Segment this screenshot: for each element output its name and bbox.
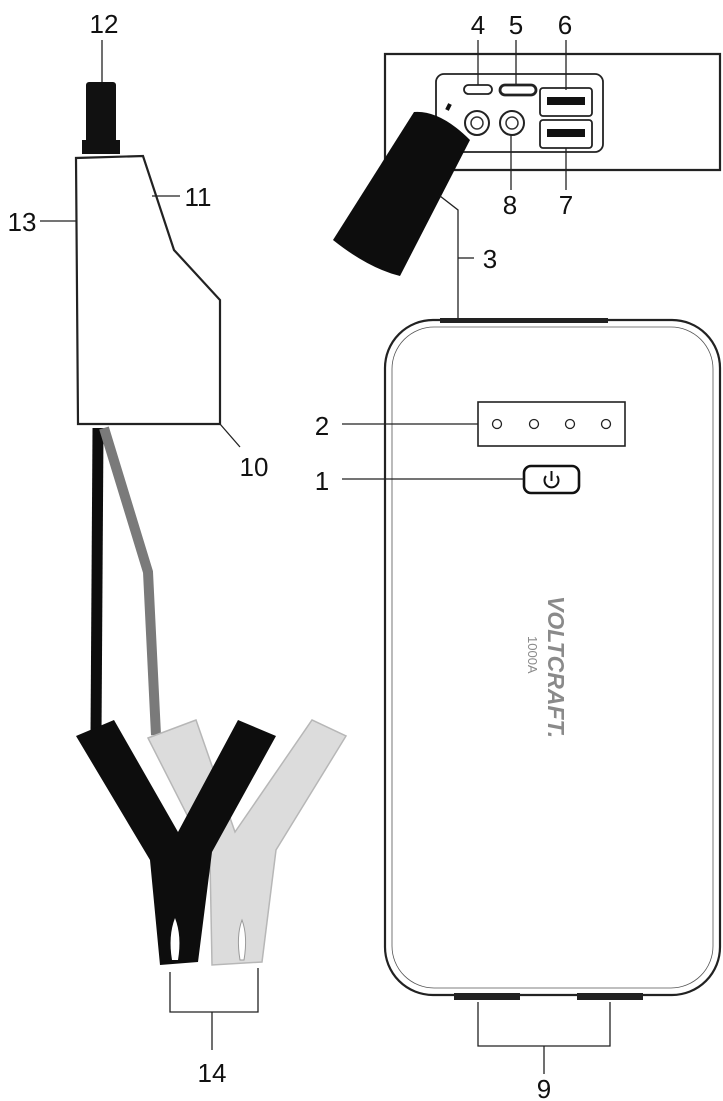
battery-led-4 (600, 418, 612, 430)
callout-14-bracket (169, 968, 259, 1013)
callout-13: 13 (8, 207, 37, 237)
port-rubber-cover[interactable] (333, 111, 470, 276)
callout-12: 12 (90, 9, 119, 39)
model-label-group: 1000A (525, 636, 540, 674)
battery-led-panel (477, 401, 626, 447)
callout-1: 1 (315, 466, 329, 496)
brand-logo: VOLTCRAFT. (543, 596, 569, 738)
red-clamp-jaw-gap (237, 918, 247, 961)
bottom-foot-right (577, 993, 643, 1000)
power-button[interactable] (522, 464, 581, 495)
callout-2: 2 (315, 411, 329, 441)
clamp-socket-right-core (505, 116, 519, 130)
leader-lines (40, 40, 567, 480)
callout-5: 5 (509, 10, 523, 40)
callout-6: 6 (558, 10, 572, 40)
callout-4: 4 (471, 10, 485, 40)
brand-name: VOLTCRAFT. (543, 596, 569, 738)
red-cable (99, 426, 161, 736)
model-label: 1000A (525, 636, 540, 674)
black-clamp (76, 720, 276, 965)
black-clamp-jaw-gap (170, 918, 180, 960)
jump-starter-body: VOLTCRAFT. 1000A (383, 318, 722, 1074)
main-unit-inner-edge (391, 326, 714, 989)
callout-10-leader (219, 423, 241, 448)
clamp-cable-assembly (74, 82, 348, 1050)
callout-3: 3 (483, 244, 497, 274)
battery-led-3 (564, 418, 576, 430)
callout-8: 8 (503, 190, 517, 220)
bottom-foot-left (454, 993, 520, 1000)
callout-numbers: 1 2 3 4 5 6 7 8 9 10 11 12 13 14 (8, 9, 574, 1101)
callout-11: 11 (185, 182, 212, 212)
cover-tether (439, 195, 459, 320)
callout-9-bracket (477, 1002, 611, 1047)
micro-usb-port[interactable] (463, 84, 493, 95)
usb-c-port[interactable] (498, 83, 538, 97)
callout-14: 14 (198, 1058, 227, 1088)
callout-9: 9 (537, 1074, 551, 1101)
battery-led-1 (491, 418, 503, 430)
cover-tether-tip (445, 103, 452, 111)
usb-a-port-top-tongue (547, 97, 585, 105)
battery-led-2 (528, 418, 540, 430)
top-edge-strip (440, 318, 608, 323)
callout-10: 10 (240, 452, 269, 482)
clamp-socket-left-core (470, 116, 484, 130)
callout-7: 7 (559, 190, 573, 220)
usb-a-port-bottom-tongue (547, 129, 585, 137)
plug-collar (82, 140, 120, 154)
port-panel (333, 52, 722, 320)
plug-cable (86, 82, 116, 150)
clamp-controller-housing (74, 154, 222, 426)
power-icon (543, 471, 560, 489)
black-cable (90, 427, 104, 736)
